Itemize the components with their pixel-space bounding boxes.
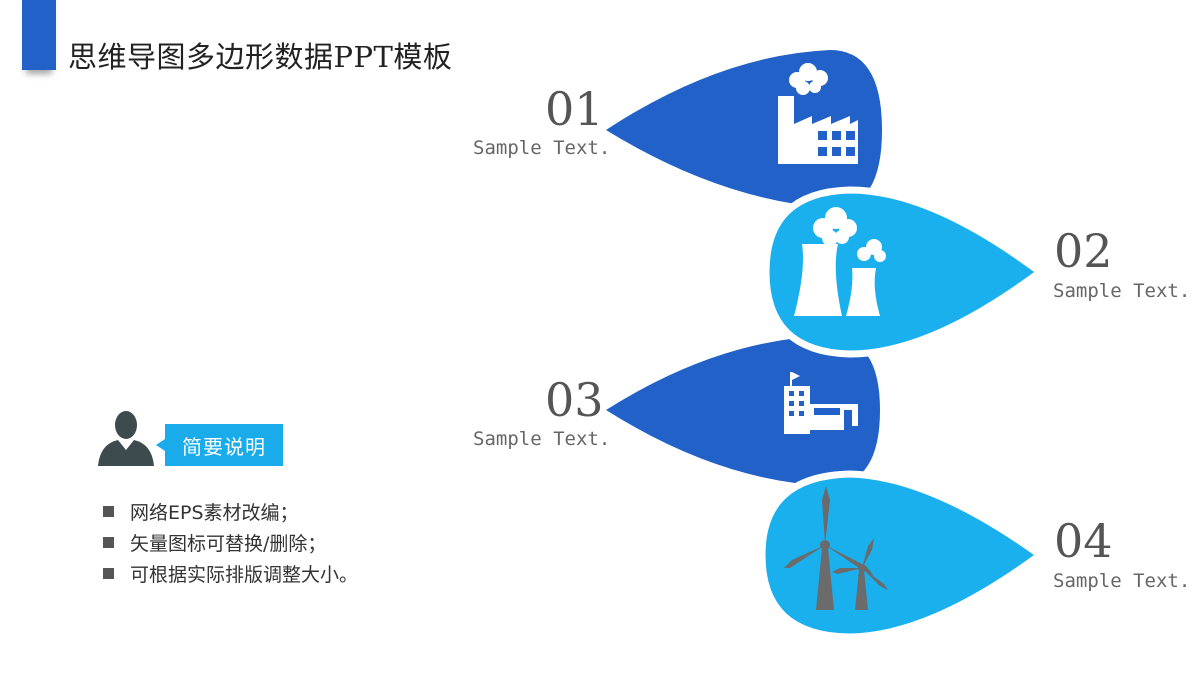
page-title: 思维导图多边形数据PPT模板 — [68, 40, 453, 74]
water-treatment-icon — [784, 372, 858, 434]
item-02-text: Sample Text. — [1053, 280, 1191, 302]
summary-item-text: 可根据实际排版调整大小。 — [130, 564, 359, 586]
bullet-square-icon — [103, 506, 114, 517]
wind-turbine-icon — [784, 486, 888, 610]
item-04-text: Sample Text. — [1053, 570, 1191, 592]
title-accent-bar — [22, 0, 56, 70]
item-04-number: 04 — [1054, 514, 1113, 568]
item-02-number: 02 — [1054, 224, 1113, 278]
summary-item: 可根据实际排版调整大小。 — [103, 558, 358, 589]
summary-item-text: 矢量图标可替换/删除； — [130, 533, 327, 555]
bullet-square-icon — [103, 568, 114, 579]
drop-03 — [606, 336, 880, 486]
summary-item: 矢量图标可替换/删除； — [103, 527, 358, 558]
item-01-text: Sample Text. — [473, 137, 611, 159]
factory-icon — [778, 63, 858, 164]
person-icon — [98, 411, 154, 466]
item-03-text: Sample Text. — [473, 428, 611, 450]
summary-item: 网络EPS素材改编； — [103, 496, 358, 527]
power-plant-icon — [794, 207, 886, 316]
item-03-number: 03 — [545, 373, 604, 427]
summary-item-text: 网络EPS素材改编； — [130, 502, 299, 524]
summary-label-bubble: 简要说明 — [156, 424, 283, 466]
bullet-square-icon — [103, 537, 114, 548]
summary-list: 网络EPS素材改编； 矢量图标可替换/删除； 可根据实际排版调整大小。 — [103, 496, 358, 589]
item-01-number: 01 — [545, 82, 604, 136]
